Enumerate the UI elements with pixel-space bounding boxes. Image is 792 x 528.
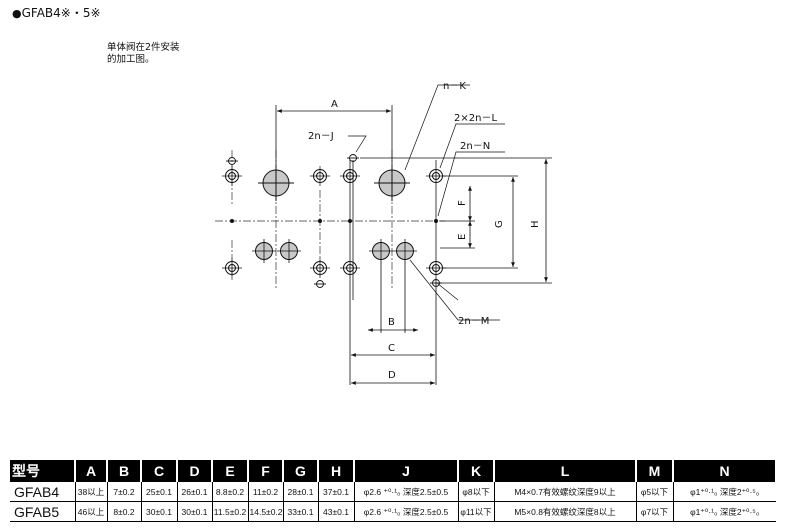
center-lines	[215, 150, 445, 290]
cell-c: 25±0.1	[140, 482, 177, 502]
title-text: GFAB4※・5※	[21, 6, 101, 20]
cell-f: 14.5±0.2	[247, 501, 283, 522]
cell-model: GFAB4	[10, 482, 75, 502]
label-2n-n: 2n－N	[460, 141, 490, 152]
dim-d-label: D	[388, 370, 396, 381]
cell-e: 8.8±0.2	[211, 482, 248, 502]
dim-c-label: C	[388, 343, 395, 354]
label-2x2n-l: 2×2n－L	[454, 113, 497, 124]
l-holes	[225, 169, 443, 275]
header-j: J	[354, 460, 459, 482]
dimension-lines	[277, 109, 548, 385]
dim-g-label: G	[494, 220, 505, 228]
page-title: ●GFAB4※・5※	[12, 4, 101, 21]
dim-b-label: B	[388, 317, 395, 328]
cell-h: 43±0.1	[317, 501, 354, 522]
header-g: G	[283, 460, 319, 482]
cell-d: 26±0.1	[176, 482, 212, 502]
cell-e: 11.5±0.2	[211, 501, 248, 522]
table-row: GFAB4 38以上 7±0.2 25±0.1 26±0.1 8.8±0.2 1…	[10, 482, 776, 502]
dim-a-label: A	[331, 99, 338, 110]
cell-n: φ1⁺⁰·¹₀ 深度2⁺⁰·⁵₀	[672, 482, 776, 502]
header-k: K	[458, 460, 495, 482]
edge-lines	[275, 105, 437, 385]
cell-d: 30±0.1	[176, 501, 212, 522]
table-row: GFAB5 46以上 8±0.2 30±0.1 30±0.1 11.5±0.2 …	[10, 501, 776, 522]
cell-b: 8±0.2	[106, 501, 141, 522]
bullet-icon: ●	[12, 7, 22, 20]
header-b: B	[107, 460, 142, 482]
cell-j: φ2.6 ⁺⁰·¹₀ 深度2.5±0.5	[353, 501, 458, 522]
table-header-row: 型号 A B C D E F G H J K L M N	[10, 460, 777, 482]
l-hole-crosshairs	[222, 166, 446, 278]
header-a: A	[75, 460, 108, 482]
cell-k: φ11以下	[457, 501, 494, 522]
cell-j: φ2.6 ⁺⁰·¹₀ 深度2.5±0.5	[353, 482, 458, 502]
cell-b: 7±0.2	[106, 482, 141, 502]
dim-h-label: H	[530, 220, 541, 228]
note-line-2: 的加工图。	[107, 54, 155, 65]
cell-l: M5×0.8有效螺纹深度8以上	[493, 501, 636, 522]
dim-f-label: F	[457, 200, 468, 206]
leader-lines	[348, 84, 505, 321]
cell-g: 28±0.1	[282, 482, 318, 502]
label-2n-m: 2n－M	[458, 316, 489, 327]
label-n-k: n－K	[443, 81, 466, 92]
dim-e-label: E	[457, 234, 468, 240]
m-hole-crosshairs	[252, 239, 417, 263]
cell-c: 30±0.1	[140, 501, 177, 522]
install-note: 单体阀在2件安装 的加工图。	[107, 42, 180, 66]
note-line-1: 单体阀在2件安装	[107, 42, 180, 53]
header-l: L	[494, 460, 637, 482]
cell-h: 37±0.1	[317, 482, 354, 502]
cell-m: φ7以下	[635, 501, 673, 522]
header-n: N	[673, 460, 777, 482]
dimension-table: 型号 A B C D E F G H J K L M N GFAB4 38以上 …	[10, 460, 777, 522]
k-holes	[258, 165, 410, 201]
machining-drawing: A B C D E F G H n－K 2×2n－L 2n－N 2n－J 2n－…	[215, 81, 552, 385]
cell-a: 38以上	[74, 482, 107, 502]
header-d: D	[177, 460, 213, 482]
header-e: E	[212, 460, 249, 482]
cell-k: φ8以下	[457, 482, 494, 502]
cell-m: φ5以下	[635, 482, 673, 502]
cell-n: φ1⁺⁰·¹₀ 深度2⁺⁰·⁵₀	[672, 501, 776, 522]
cell-f: 11±0.2	[247, 482, 283, 502]
cell-model: GFAB5	[10, 501, 75, 522]
header-h: H	[318, 460, 355, 482]
header-m: M	[636, 460, 674, 482]
header-f: F	[248, 460, 284, 482]
cell-a: 46以上	[74, 501, 107, 522]
header-model: 型号	[10, 460, 76, 482]
label-2n-j: 2n－J	[308, 131, 334, 142]
cell-l: M4×0.7有效螺纹深度9以上	[493, 482, 636, 502]
cell-g: 33±0.1	[282, 501, 318, 522]
header-c: C	[141, 460, 178, 482]
